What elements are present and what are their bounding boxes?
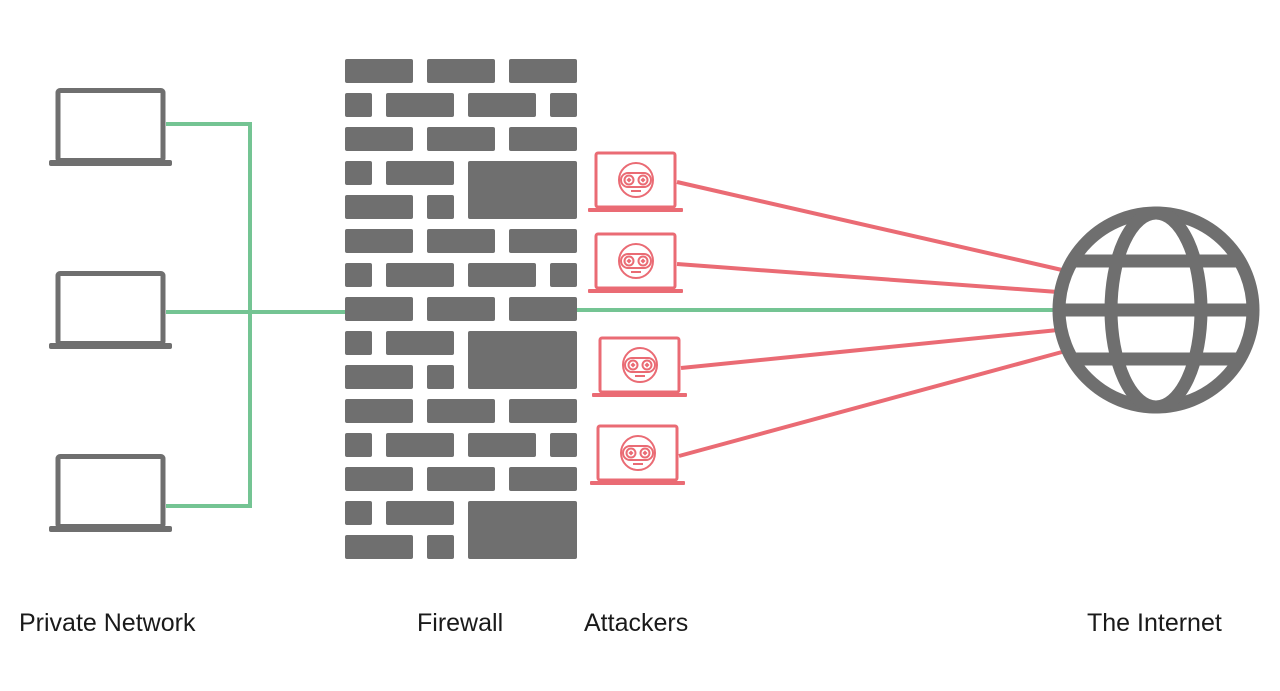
- robot-face-icon: [618, 243, 654, 279]
- brick: [509, 399, 577, 423]
- attack-connections: [676, 180, 1063, 458]
- attacker-laptop-icon: [588, 151, 683, 212]
- brick: [386, 93, 454, 117]
- safe-connections: [166, 122, 1060, 508]
- private-network-devices: [49, 88, 172, 532]
- firewall-label: Firewall: [417, 609, 504, 637]
- brick: [345, 127, 413, 151]
- brick: [509, 297, 577, 321]
- attackers-group: [588, 151, 687, 485]
- attacker-laptop-icon: [592, 336, 687, 397]
- brick: [427, 297, 495, 321]
- brick: [345, 93, 372, 117]
- internet-label: The Internet: [1087, 609, 1222, 637]
- attack-line-1: [676, 180, 1063, 272]
- brick: [345, 195, 413, 219]
- laptop-icon: [49, 271, 172, 349]
- private-network-label: Private Network: [19, 609, 196, 637]
- brick: [468, 93, 536, 117]
- brick: [345, 297, 413, 321]
- brick: [345, 433, 372, 457]
- brick: [345, 365, 413, 389]
- laptop-icon: [49, 454, 172, 532]
- attacker-laptop-icon: [588, 232, 683, 293]
- brick: [427, 399, 495, 423]
- brick: [509, 229, 577, 253]
- brick: [386, 331, 454, 355]
- robot-face-icon: [622, 347, 658, 383]
- attack-line-2: [676, 262, 1059, 294]
- brick: [345, 59, 413, 83]
- brick: [509, 127, 577, 151]
- brick: [509, 467, 577, 491]
- brick: [386, 161, 454, 185]
- brick: [345, 161, 372, 185]
- brick: [468, 501, 577, 559]
- attacker-laptop-icon: [590, 424, 685, 485]
- brick: [386, 263, 454, 287]
- attack-line-3: [680, 328, 1059, 370]
- brick: [468, 433, 536, 457]
- brick: [468, 331, 577, 389]
- attack-line-4: [678, 350, 1063, 458]
- brick: [345, 229, 413, 253]
- brick: [550, 433, 577, 457]
- brick: [386, 501, 454, 525]
- brick: [427, 365, 454, 389]
- brick: [427, 535, 454, 559]
- brick: [345, 263, 372, 287]
- laptop-icon: [49, 88, 172, 166]
- brick-wall-icon: [345, 59, 577, 559]
- brick: [345, 467, 413, 491]
- brick: [345, 501, 372, 525]
- brick: [427, 195, 454, 219]
- attackers-label: Attackers: [584, 609, 689, 637]
- brick: [550, 93, 577, 117]
- brick: [345, 535, 413, 559]
- brick: [427, 229, 495, 253]
- brick: [468, 263, 536, 287]
- brick: [427, 467, 495, 491]
- private-bus-line: [166, 122, 252, 508]
- brick: [345, 331, 372, 355]
- globe-icon: [1052, 206, 1260, 414]
- brick: [468, 161, 577, 219]
- brick: [345, 399, 413, 423]
- robot-face-icon: [620, 435, 656, 471]
- brick: [509, 59, 577, 83]
- brick: [427, 127, 495, 151]
- robot-face-icon: [618, 162, 654, 198]
- brick: [427, 59, 495, 83]
- brick: [386, 433, 454, 457]
- brick: [550, 263, 577, 287]
